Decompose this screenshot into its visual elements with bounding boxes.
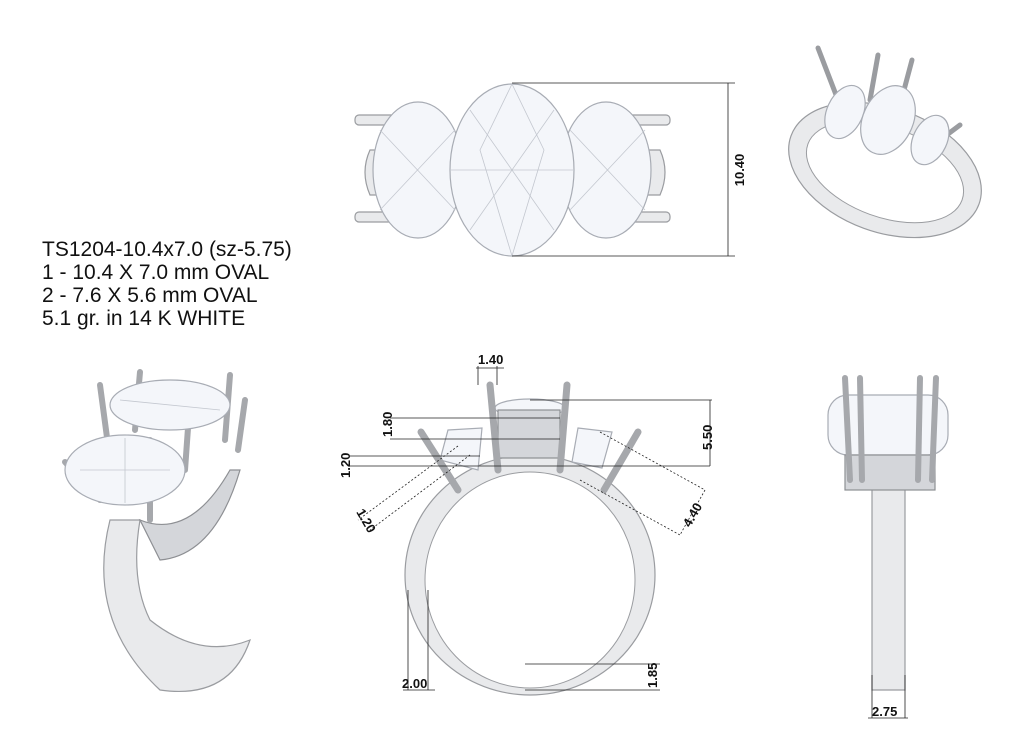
dim-side-stone: 4.40: [680, 500, 706, 529]
dim-top-length: 10.40: [732, 154, 747, 187]
side-view: 2.75: [827, 375, 949, 719]
dim-shank-width: 2.00: [402, 676, 427, 691]
perspective-view-top: [788, 45, 982, 239]
front-view: 1.40 1.80 1.20 5.50 1.20 4.40 2.00 1.85: [338, 352, 715, 696]
dim-total-height: 5.50: [700, 425, 715, 450]
dim-shank-thickness: 1.85: [645, 663, 660, 688]
spec-center-stone: 1 - 10.4 X 7.0 mm OVAL: [42, 261, 270, 284]
perspective-view-bottom: [62, 369, 251, 692]
shank: [103, 519, 251, 692]
spec-model: TS1204-10.4x7.0 (sz-5.75): [42, 238, 292, 261]
spec-metal: 5.1 gr. in 14 K WHITE: [42, 307, 246, 330]
shank: [871, 479, 906, 691]
dim-prong-width: 1.40: [478, 352, 503, 367]
dim-side-height: 1.20: [338, 453, 353, 478]
dim-center-height: 1.80: [380, 412, 395, 437]
top-view: 10.40: [354, 82, 747, 258]
dim-side-band: 2.75: [872, 704, 897, 719]
dim-side-diag: 1.20: [353, 506, 379, 535]
center-stone: [860, 85, 916, 155]
ring-specification: TS1204-10.4x7.0 (sz-5.75) 1 - 10.4 X 7.0…: [42, 238, 292, 330]
spec-side-stones: 2 - 7.6 X 5.6 mm OVAL: [42, 284, 258, 307]
